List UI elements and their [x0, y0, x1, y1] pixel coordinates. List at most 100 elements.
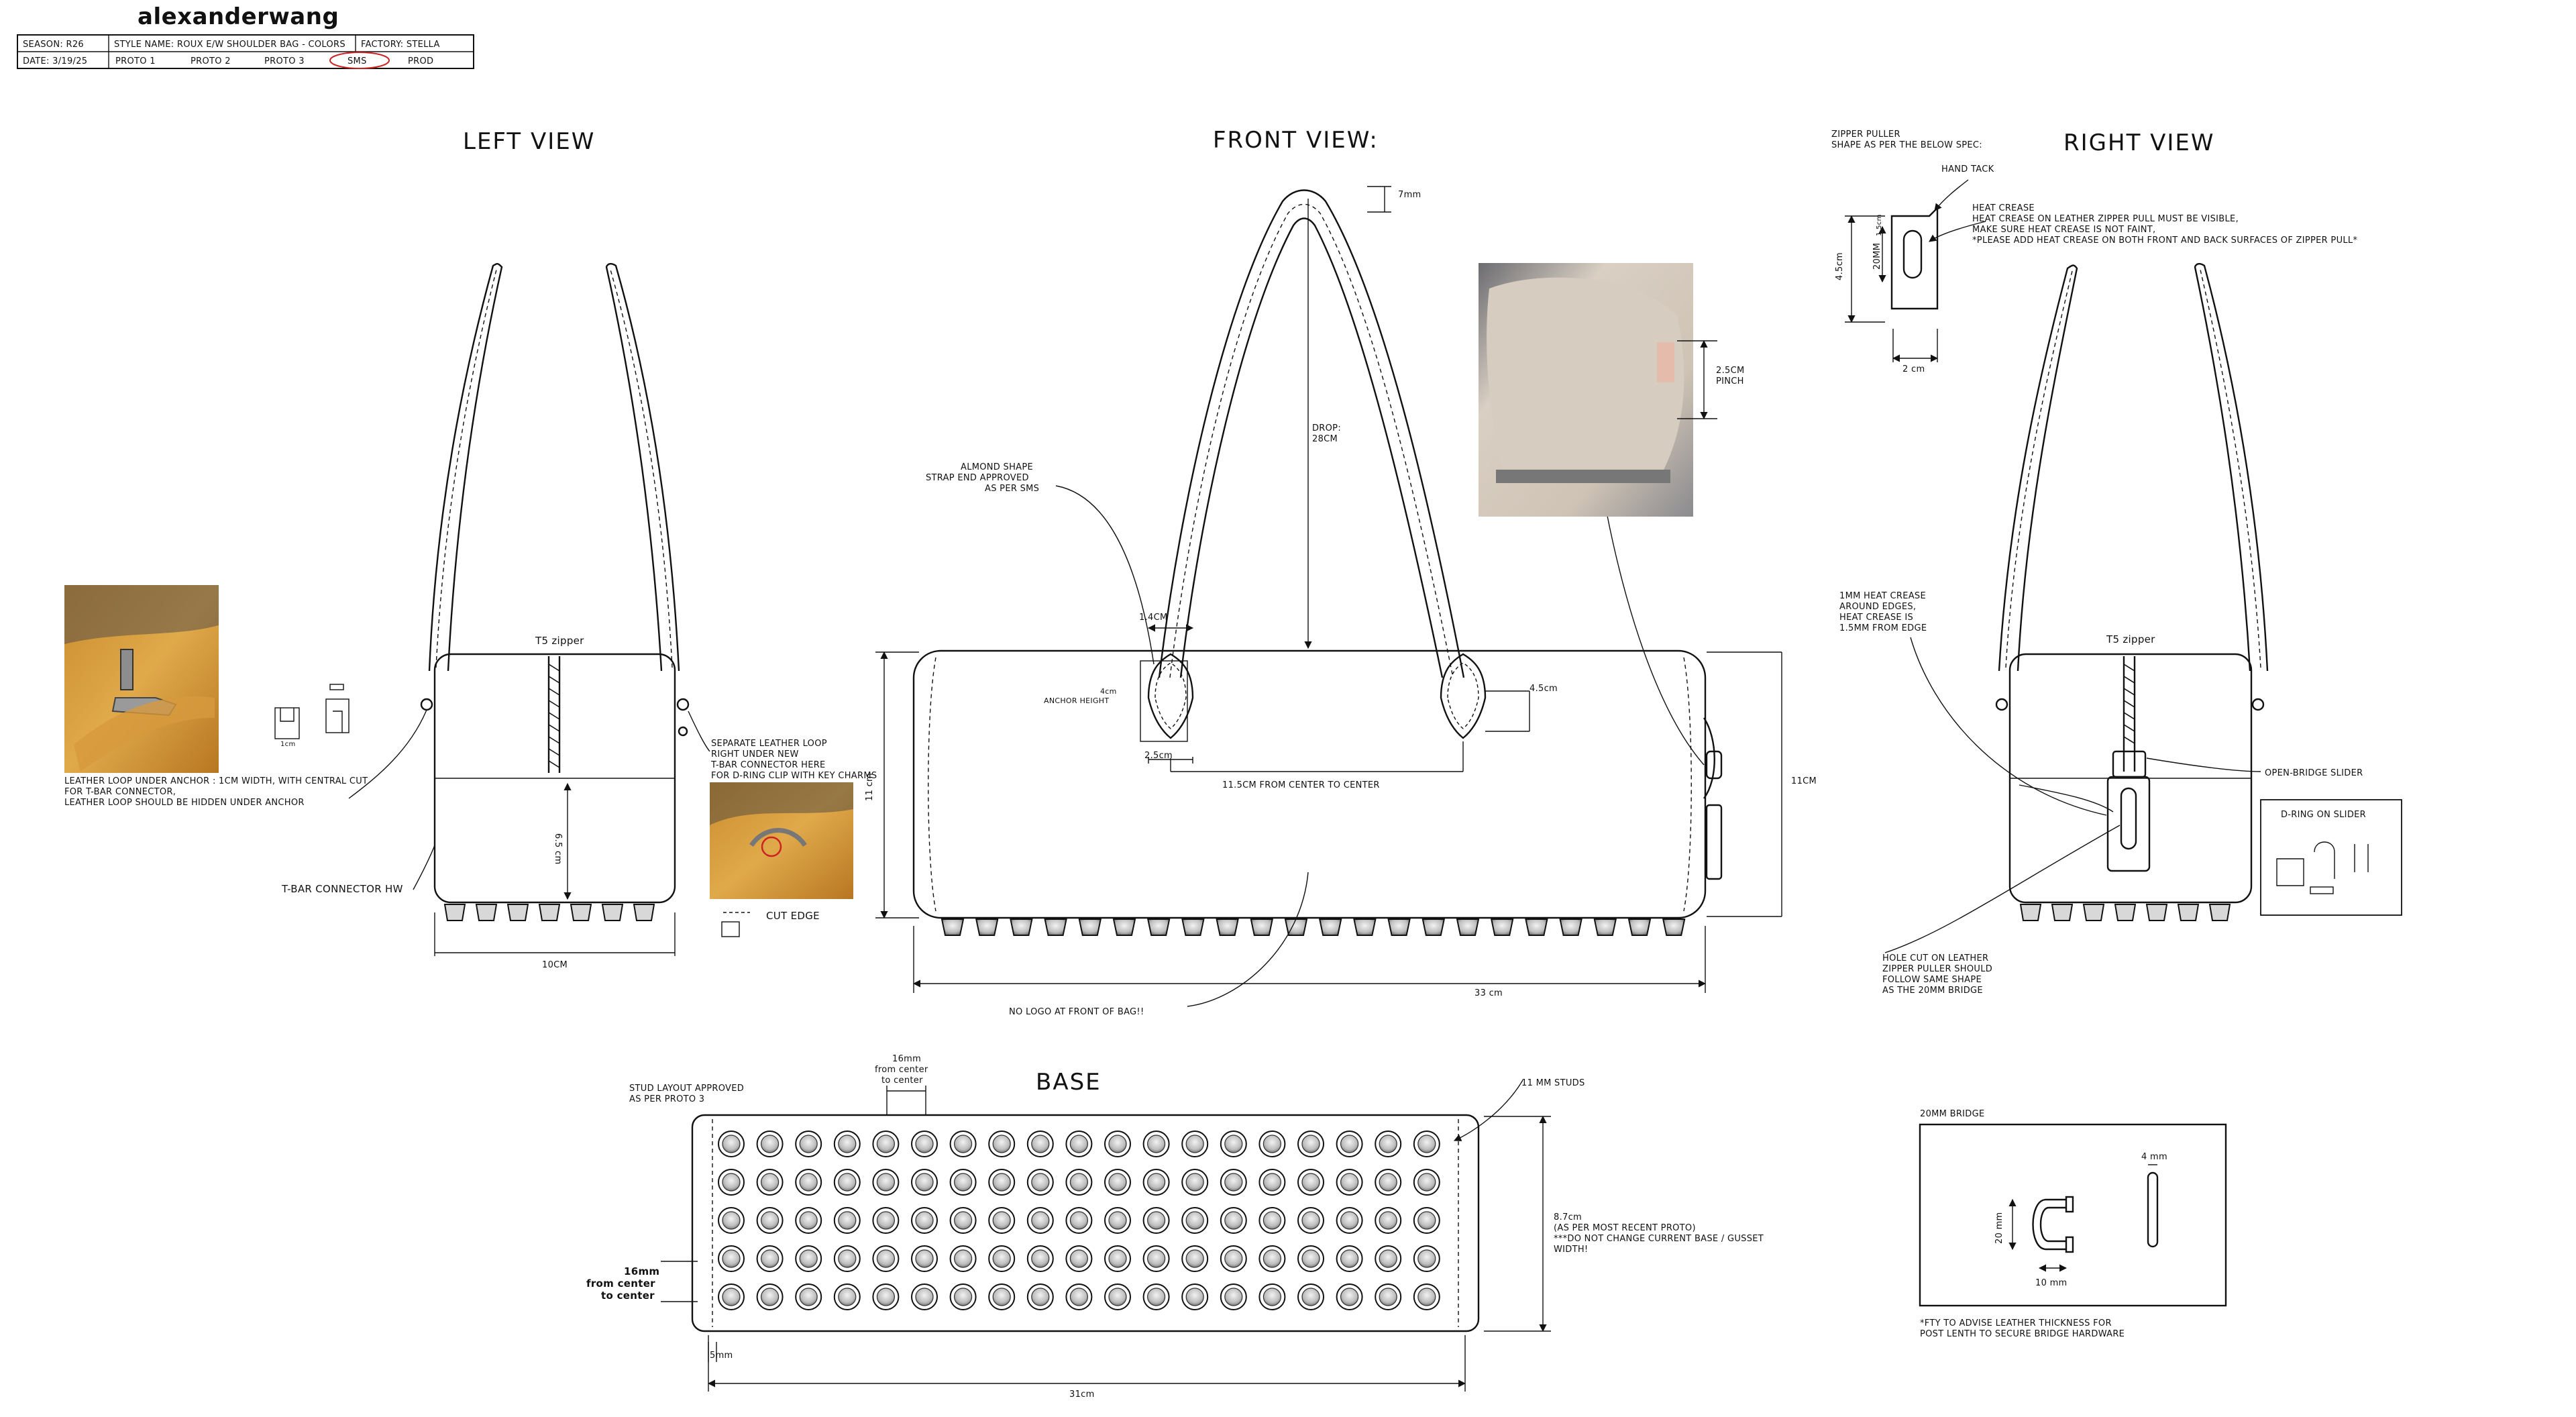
base-stud-dome [722, 1249, 741, 1268]
base-stud [795, 1245, 822, 1272]
base-stud-dome [1108, 1211, 1127, 1230]
base-depth-1: 8.7cm [1554, 1212, 1582, 1222]
front-width-dim: 33 cm [1474, 988, 1503, 998]
bridge-h: 20 mm [1994, 1212, 2004, 1244]
base-stud-dome [953, 1173, 973, 1192]
base-stud-grid [718, 1131, 1440, 1310]
base-stud-dome [1417, 1173, 1436, 1192]
base-stud [756, 1207, 784, 1234]
base-stud [1065, 1207, 1093, 1234]
base-stud [756, 1169, 784, 1196]
base-stud [1220, 1283, 1247, 1310]
base-stud-dome [838, 1173, 857, 1192]
base-stud [718, 1245, 745, 1272]
base-stud-dome [1417, 1249, 1436, 1268]
base-stud [911, 1131, 938, 1157]
base-stud-dome [1069, 1211, 1089, 1230]
base-stud [795, 1283, 822, 1310]
base-stud-2: AS PER PROTO 3 [629, 1094, 704, 1104]
base-stud [1065, 1131, 1093, 1157]
base-stud-dome [838, 1249, 857, 1268]
front-stud [1146, 919, 1171, 936]
base-stud [1181, 1207, 1209, 1234]
front-stud [975, 919, 999, 936]
stage-sms: SMS [347, 56, 367, 66]
left-t5-zipper: T5 zipper [535, 635, 584, 647]
front-view-title: FRONT VIEW: [1213, 127, 1379, 154]
base-stud [1026, 1131, 1054, 1157]
base-stud [795, 1169, 822, 1196]
right-mm-4: 1.5MM FROM EDGE [1839, 623, 1927, 633]
base-stud-dome [722, 1135, 741, 1153]
base-stud [988, 1283, 1016, 1310]
left-sep-loop-photo [710, 782, 853, 899]
front-stud [1250, 919, 1274, 936]
base-stud [988, 1245, 1016, 1272]
left-small-dim: 1cm [280, 741, 296, 748]
base-stud [718, 1169, 745, 1196]
base-stud-dome [1108, 1135, 1127, 1153]
date-label: DATE: 3/19/25 [23, 56, 87, 66]
base-stud-dome [838, 1211, 857, 1230]
base-stud [988, 1207, 1016, 1234]
base-stud-dome [876, 1249, 896, 1268]
base-stud [1258, 1245, 1286, 1272]
base-stud [1065, 1245, 1093, 1272]
front-stud [1456, 919, 1480, 936]
stage-prod: PROD [408, 56, 433, 66]
base-stud-dome [1417, 1211, 1436, 1230]
base-stud [1026, 1283, 1054, 1310]
right-mm-2: AROUND EDGES, [1839, 602, 1916, 612]
front-pinch-photo [1479, 263, 1693, 517]
left-zipper-teeth [548, 664, 560, 768]
base-stud [1104, 1169, 1131, 1196]
front-stud [1387, 919, 1411, 936]
base-stud [1413, 1283, 1440, 1310]
base-stud-dome [1263, 1288, 1282, 1306]
front-stud [1593, 919, 1617, 936]
base-stud [833, 1207, 861, 1234]
base-stud-dome [1379, 1173, 1397, 1192]
puller-crease-3: MAKE SURE HEAT CREASE IS NOT FAINT, [1972, 225, 2155, 235]
left-view-drawing [274, 263, 750, 956]
base-stud [872, 1245, 900, 1272]
right-bridge-slider: OPEN-BRIDGE SLIDER [2265, 768, 2363, 778]
base-stud [718, 1207, 745, 1234]
base-spacing-top-2: from center [875, 1065, 928, 1075]
base-stud-dome [722, 1288, 741, 1306]
base-stud [1065, 1169, 1093, 1196]
base-stud-dome [760, 1288, 780, 1306]
base-stud [718, 1283, 745, 1310]
base-stud-dome [1185, 1288, 1204, 1306]
base-stud [1258, 1169, 1286, 1196]
puller-crease-1: HEAT CREASE [1972, 203, 2035, 213]
base-stud [1104, 1245, 1131, 1272]
puller-width: 2 cm [1902, 364, 1925, 374]
base-stud [1181, 1131, 1209, 1157]
left-view-studs [443, 904, 655, 921]
base-stud [1413, 1207, 1440, 1234]
base-stud-dome [876, 1211, 896, 1230]
front-stud [1559, 919, 1582, 936]
right-view-studs [2019, 904, 2231, 921]
front-stud [1284, 919, 1308, 936]
base-stud-dome [799, 1249, 818, 1268]
base-stud [833, 1283, 861, 1310]
base-stud-dome [1185, 1249, 1204, 1268]
base-view-title: BASE [1036, 1069, 1102, 1096]
base-stud [1375, 1131, 1402, 1157]
front-stud [1353, 919, 1377, 936]
puller-crease-2: HEAT CREASE ON LEATHER ZIPPER PULL MUST … [1972, 214, 2239, 224]
left-loop-note-3: LEATHER LOOP SHOULD BE HIDDEN UNDER ANCH… [64, 798, 305, 808]
base-spacing-top-1: 16mm [892, 1054, 921, 1064]
left-sep-loop-3: T-BAR CONNECTOR HERE [710, 760, 826, 770]
bridge-w: 10 mm [2035, 1278, 2068, 1288]
base-stud [1336, 1169, 1363, 1196]
base-stud [1297, 1169, 1324, 1196]
base-stud-dome [722, 1211, 741, 1230]
base-stud-dome [992, 1135, 1011, 1153]
base-stud-dome [799, 1211, 818, 1230]
right-hole-4: AS THE 20MM BRIDGE [1882, 986, 1983, 996]
base-stud-dome [915, 1211, 934, 1230]
front-stud [1662, 919, 1686, 936]
